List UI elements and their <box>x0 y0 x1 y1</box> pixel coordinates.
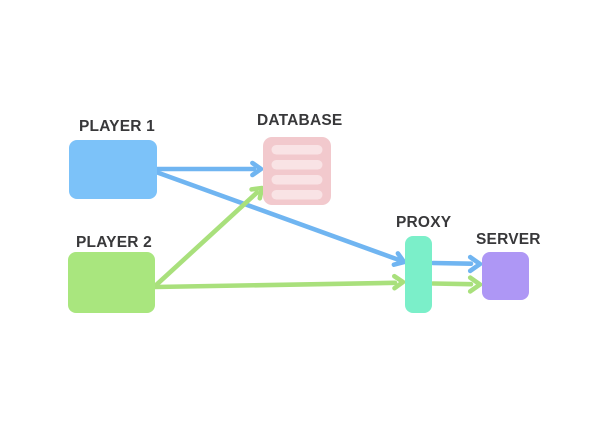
edge-proxy-server-green <box>430 275 483 294</box>
edge-player2-proxy-line <box>152 280 398 290</box>
edge-player1-database <box>153 160 264 178</box>
edge-player2-proxy <box>152 273 406 291</box>
edge-player1-proxy-line <box>153 169 402 263</box>
arrowhead-icon <box>391 251 407 267</box>
node-proxy <box>405 236 432 313</box>
node-database <box>263 137 331 205</box>
edge-player2-database <box>151 185 265 290</box>
database-row-icon <box>271 190 323 200</box>
proxy-label: PROXY <box>396 214 452 231</box>
arrowhead-icon <box>249 185 265 201</box>
edge-proxy-server-blue <box>430 254 483 274</box>
player2-label: PLAYER 2 <box>76 234 152 251</box>
arrowhead-icon <box>467 254 483 274</box>
edge-proxy-server-green-line <box>430 281 474 287</box>
arrowhead-icon <box>392 273 406 291</box>
node-server <box>482 252 529 300</box>
edge-player2-database-line <box>151 190 260 290</box>
player1-label: PLAYER 1 <box>79 118 155 135</box>
database-row-icon <box>271 145 323 155</box>
node-player1 <box>69 140 157 199</box>
edge-proxy-server-blue-line <box>430 260 474 267</box>
arrowhead-icon <box>467 275 483 294</box>
edge-player1-proxy <box>153 169 407 267</box>
node-player2 <box>68 252 155 313</box>
arrowhead-icon <box>250 160 264 178</box>
database-label: DATABASE <box>257 112 342 129</box>
server-label: SERVER <box>476 231 541 248</box>
database-row-icon <box>271 175 323 185</box>
database-row-icon <box>271 160 323 170</box>
